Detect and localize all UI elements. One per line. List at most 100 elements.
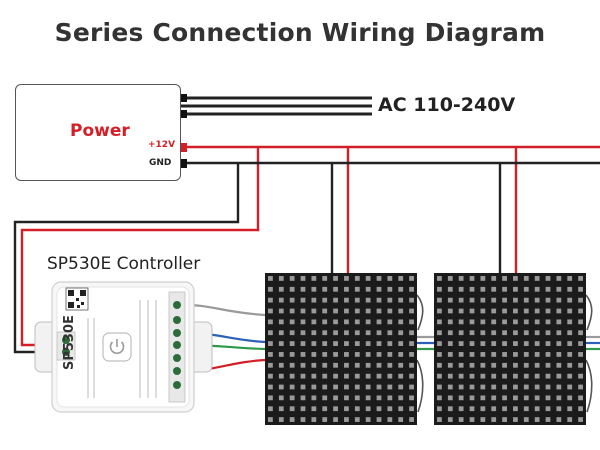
led-pixel — [556, 384, 562, 390]
led-pixel — [437, 319, 442, 325]
led-pixel — [491, 362, 497, 368]
led-pixel — [491, 286, 497, 292]
led-pixel — [458, 286, 464, 292]
led-pixel — [398, 319, 404, 325]
led-pixel — [409, 406, 414, 412]
led-pixel — [300, 297, 306, 303]
led-pixel — [534, 297, 540, 303]
led-pixel — [534, 417, 540, 422]
led-pixel — [409, 276, 414, 281]
led-pixel — [322, 406, 328, 412]
led-pixel — [458, 384, 464, 390]
led-pixel — [387, 384, 393, 390]
led-pixel — [344, 308, 349, 314]
led-pixel — [365, 330, 371, 336]
led-pixel — [268, 362, 273, 368]
led-pixel — [523, 362, 529, 368]
led-pixel — [469, 276, 475, 281]
led-pixel — [398, 362, 404, 368]
led-pixel — [344, 286, 349, 292]
led-pixel — [311, 276, 317, 281]
led-pixel — [458, 319, 464, 325]
led-pixel — [437, 417, 442, 422]
led-pixel — [354, 330, 360, 336]
led-pixel — [534, 276, 540, 281]
led-pixel — [534, 319, 540, 325]
led-pixel — [523, 406, 529, 412]
led-pixel — [354, 373, 360, 379]
led-pixel — [447, 352, 453, 357]
panel-tail-wires — [416, 294, 593, 413]
led-pixel — [447, 384, 453, 390]
led-pixel — [333, 330, 338, 336]
led-pixel — [278, 373, 284, 379]
led-pixel — [523, 352, 529, 357]
led-pixel — [354, 276, 360, 281]
led-pixel — [322, 373, 328, 379]
qr-code-icon — [65, 287, 89, 311]
led-pixel — [333, 276, 338, 281]
led-pixel — [567, 308, 573, 314]
led-pixel — [354, 352, 360, 357]
led-pixel — [300, 276, 306, 281]
led-pixel — [502, 276, 507, 281]
led-pixel — [354, 417, 360, 422]
led-pixel — [300, 341, 306, 346]
led-pixel — [409, 352, 414, 357]
led-pixel — [398, 384, 404, 390]
led-pixel — [278, 362, 284, 368]
led-pixel — [322, 297, 328, 303]
led-pixel — [344, 319, 349, 325]
led-pixel — [534, 352, 540, 357]
led-pixel — [322, 286, 328, 292]
led-pixel — [278, 406, 284, 412]
led-pixel — [523, 395, 529, 401]
led-pixel — [365, 384, 371, 390]
led-pixel — [545, 276, 551, 281]
led-pixel — [268, 395, 273, 401]
led-pixel — [447, 362, 453, 368]
led-pixel — [469, 395, 475, 401]
led-pixel — [300, 286, 306, 292]
led-pixel — [365, 308, 371, 314]
led-pixel — [502, 308, 507, 314]
led-pixel — [447, 417, 453, 422]
led-pixel — [300, 362, 306, 368]
led-pixel — [289, 276, 295, 281]
led-pixel — [387, 341, 393, 346]
led-pixel — [458, 308, 464, 314]
led-pixel — [300, 330, 306, 336]
led-pixel — [480, 395, 486, 401]
led-pixel — [491, 384, 497, 390]
led-pixel — [344, 362, 349, 368]
led-pixel — [268, 373, 273, 379]
led-pixel — [523, 330, 529, 336]
panel-board — [265, 273, 417, 425]
led-pixel — [578, 341, 583, 346]
led-pixel — [409, 417, 414, 422]
led-pixel — [491, 373, 497, 379]
led-pixel — [480, 319, 486, 325]
led-pixel — [278, 330, 284, 336]
led-pixel — [311, 362, 317, 368]
led-pixel — [534, 406, 540, 412]
led-pixel — [513, 395, 518, 401]
led-pixel — [354, 362, 360, 368]
led-pixel — [502, 395, 507, 401]
led-pixel — [354, 319, 360, 325]
led-pixel — [311, 384, 317, 390]
led-pixel — [278, 352, 284, 357]
led-pixel — [289, 384, 295, 390]
led-pixel — [376, 373, 382, 379]
led-pixel — [578, 373, 583, 379]
led-pixel — [502, 330, 507, 336]
led-pixel — [458, 373, 464, 379]
led-pixel — [437, 308, 442, 314]
led-pixel — [578, 297, 583, 303]
led-pixel — [469, 352, 475, 357]
led-pixel — [545, 319, 551, 325]
led-pixel — [480, 297, 486, 303]
led-pixel — [289, 330, 295, 336]
